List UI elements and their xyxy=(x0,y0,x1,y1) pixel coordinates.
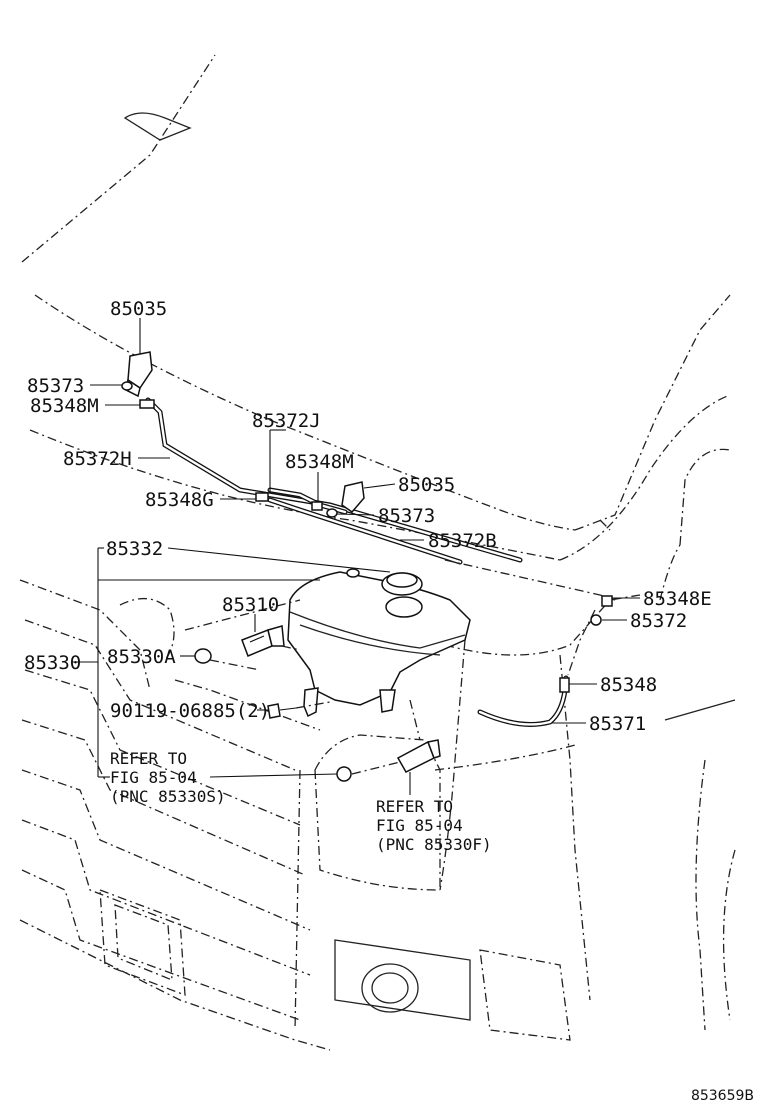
label-85373-left: 85373 xyxy=(27,375,84,397)
grommets xyxy=(194,648,352,782)
leader-lines xyxy=(72,318,640,795)
tank-cap xyxy=(381,572,423,596)
reference-note-left: REFER TO FIG 85-04 (PNC 85330S) xyxy=(110,749,226,806)
vehicle-outline xyxy=(19,54,736,1051)
reference-note-right: REFER TO FIG 85-04 (PNC 85330F) xyxy=(376,797,492,854)
label-85035-top: 85035 xyxy=(110,298,167,320)
label-85330a: 85330A xyxy=(107,646,176,668)
label-85373-right: 85373 xyxy=(378,505,435,527)
note-left-line1: REFER TO xyxy=(110,749,187,768)
small-connectors xyxy=(121,381,613,693)
note-left-line3: (PNC 85330S) xyxy=(110,787,226,806)
washer-pump-upper xyxy=(241,625,285,657)
label-85348m-left: 85348M xyxy=(30,395,99,417)
label-85372j: 85372J xyxy=(252,410,321,432)
label-85372b: 85372B xyxy=(428,530,497,552)
label-90119-06885: 90119-06885(2) xyxy=(110,700,270,722)
label-85348: 85348 xyxy=(600,674,657,696)
washer-nozzle-right xyxy=(341,481,365,514)
label-85310: 85310 xyxy=(222,594,279,616)
label-85371: 85371 xyxy=(589,713,646,735)
label-85348m-mid: 85348M xyxy=(285,451,354,473)
part-labels: 85035 85373 85348M 85372H 85372J 85348M … xyxy=(24,298,712,735)
washer-tank xyxy=(287,568,471,718)
label-85330: 85330 xyxy=(24,652,81,674)
label-85372h: 85372H xyxy=(63,448,132,470)
figure-id: 853659B xyxy=(691,1088,754,1104)
phantom-links xyxy=(184,599,421,775)
label-85348e: 85348E xyxy=(643,588,712,610)
note-right-line3: (PNC 85330F) xyxy=(376,835,492,854)
label-85348g: 85348G xyxy=(145,489,214,511)
label-85372: 85372 xyxy=(630,610,687,632)
bolt xyxy=(267,703,297,719)
washer-pump-lower xyxy=(396,739,441,773)
label-85332: 85332 xyxy=(106,538,163,560)
label-85035-right: 85035 xyxy=(398,474,455,496)
note-right-line1: REFER TO xyxy=(376,797,453,816)
note-left-line2: FIG 85-04 xyxy=(110,768,197,787)
note-right-line2: FIG 85-04 xyxy=(376,816,463,835)
